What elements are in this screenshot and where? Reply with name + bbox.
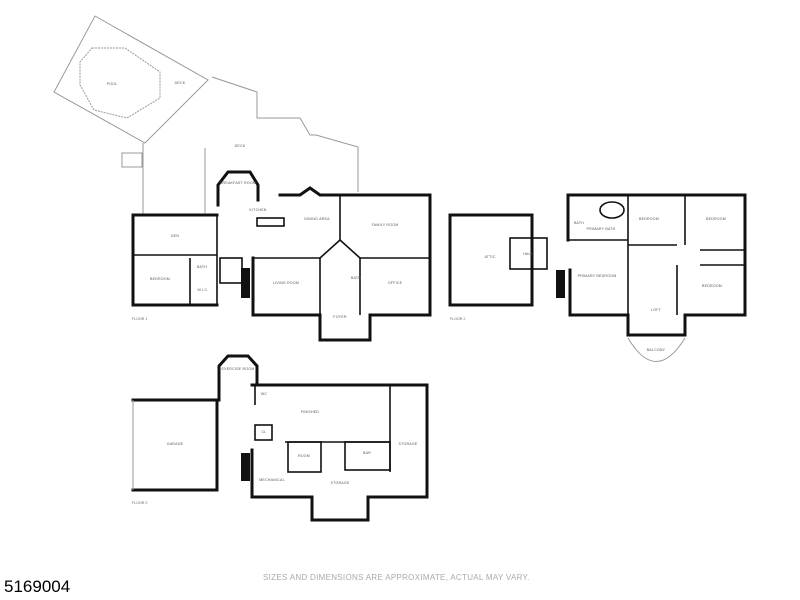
deck-area [53,15,359,215]
room-label: MECHANICAL [259,478,285,482]
basement-plan: EXERCISE ROOM GARAGE WC FINISHED CL ROOM… [131,354,429,522]
room-label: KITCHEN [249,208,266,212]
room-label: STORAGE [399,442,418,446]
listing-id: 5169004 [4,577,71,596]
room-label: BATH [351,276,361,280]
room-label: OFFICE [388,281,403,285]
room-label: FOYER [333,315,347,319]
room-label: FINISHED [301,410,320,414]
room-label: BREAKFAST ROOM [220,181,256,185]
room-label: POOL [107,82,118,86]
room-label: BEDROOM [706,217,726,221]
floor-label: FLOOR 2 [450,317,465,321]
room-label: LOFT [651,308,662,312]
room-label: BATH [574,221,584,225]
room-label: PRIMARY BATH [587,227,616,231]
room-label: BEDROOM [702,284,722,288]
room-label: BEDROOM [150,277,170,281]
room-label: BAR [363,451,371,455]
room-label: DINING AREA [304,217,330,221]
room-label: DECK [175,81,186,85]
room-label: DEN [171,234,179,238]
room-label: FAMILY ROOM [372,223,399,227]
floor-label: FLOOR 1 [132,317,147,321]
room-label: HALL [523,252,533,256]
room-label: BALCONY [647,348,666,352]
disclaimer-text: SIZES AND DIMENSIONS ARE APPROXIMATE, AC… [263,573,530,582]
room-label: PRIMARY BEDROOM [578,274,617,278]
room-label: LIVING ROOM [273,281,299,285]
room-label: DECK [235,144,246,148]
room-label: W.I.C. [198,288,209,292]
room-label: ATTIC [484,255,495,259]
room-label: EXERCISE ROOM [222,367,255,371]
room-label: STORAGE [331,481,350,485]
room-label: WC [261,392,268,396]
room-label: CL [262,430,267,434]
room-label: BEDROOM [639,217,659,221]
room-label: ROOM [298,454,310,458]
floor-1-plan: POOL DECK DECK BREAKFAST ROOM KITCHEN DI… [107,81,432,342]
room-label: BATH [197,265,207,269]
floor-label: FLOOR 0 [132,501,147,505]
floor-2-plan: ATTIC HALL PRIMARY BATH BATH BEDROOM BED… [448,193,747,362]
room-label: GARAGE [167,442,184,446]
